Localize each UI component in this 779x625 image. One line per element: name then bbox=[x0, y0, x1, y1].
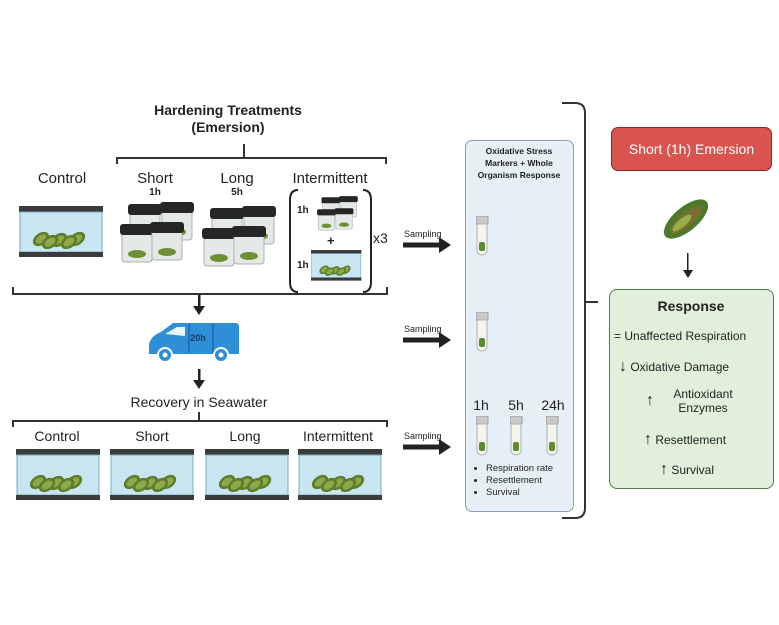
measure-item: Survival bbox=[486, 487, 553, 499]
arrow-up-icon: ↑ bbox=[644, 431, 652, 448]
hardening-title-line2: (Emersion) bbox=[191, 119, 265, 135]
sample-tube-icon bbox=[510, 416, 523, 456]
response-item: ↑ Survival bbox=[660, 461, 714, 479]
sample-tube-icon bbox=[476, 216, 489, 256]
intermittent-tank-icon bbox=[311, 250, 363, 284]
equal-icon: = bbox=[614, 329, 622, 343]
bracket-tick bbox=[386, 287, 388, 294]
recovery-tank-intermittent-icon bbox=[298, 449, 382, 501]
markers-title-line3: Organism Response bbox=[477, 170, 561, 180]
recovery-tank-short-icon bbox=[110, 449, 194, 501]
recovery-group-short: Short bbox=[135, 428, 169, 444]
sample-tube-icon bbox=[476, 416, 489, 456]
hardening-bracket bbox=[116, 157, 387, 159]
sampling-label: Sampling bbox=[404, 324, 442, 334]
response-text: Survival bbox=[671, 463, 715, 477]
response-panel bbox=[609, 289, 774, 489]
response-text: Oxidative Damage bbox=[630, 360, 730, 374]
recovery-group-intermittent: Intermittent bbox=[302, 428, 374, 444]
markers-panel-title: Oxidative Stress Markers + Whole Organis… bbox=[478, 145, 561, 181]
transport-duration: 20h bbox=[190, 333, 206, 343]
recovery-group-long: Long bbox=[229, 428, 261, 444]
hardening-title: Hardening Treatments (Emersion) bbox=[154, 102, 302, 136]
arrow-up-icon: ↑ bbox=[646, 392, 654, 409]
sample-tube-icon bbox=[476, 312, 489, 352]
timepoint-1h: 1h bbox=[473, 397, 489, 413]
long-label: Long bbox=[220, 170, 254, 187]
hardening-bottom-bracket bbox=[12, 293, 388, 295]
short-label: Short bbox=[137, 170, 173, 187]
treatment-badge: Short (1h) Emersion bbox=[611, 127, 772, 171]
control-label: Control bbox=[37, 170, 87, 187]
bracket-tick bbox=[12, 287, 14, 294]
long-duration: 5h bbox=[231, 187, 243, 198]
short-jars-icon bbox=[119, 201, 195, 263]
control-tank-icon bbox=[19, 206, 105, 260]
sampling-label: Sampling bbox=[404, 431, 442, 441]
measure-item: Respiration rate bbox=[486, 463, 553, 475]
response-text: Unaffected Respiration bbox=[624, 329, 747, 343]
recovery-tank-control-icon bbox=[16, 449, 100, 501]
measure-item: Resettlement bbox=[486, 475, 553, 487]
long-jars-icon bbox=[201, 205, 277, 267]
sample-tube-icon bbox=[546, 416, 559, 456]
intermittent-jar-duration: 1h bbox=[297, 205, 309, 216]
markers-title-line1: Oxidative Stress bbox=[485, 146, 553, 156]
recovery-bracket bbox=[12, 420, 388, 422]
intermittent-plus: + bbox=[327, 233, 335, 248]
intermittent-jars-icon bbox=[316, 195, 359, 231]
recovery-tank-long-icon bbox=[205, 449, 289, 501]
sampling-label: Sampling bbox=[404, 229, 442, 239]
markers-title-line2: Markers + Whole bbox=[485, 158, 553, 168]
van-icon bbox=[149, 323, 239, 363]
bracket-tick bbox=[116, 157, 118, 164]
response-item: ↑ Antioxidant Enzymes bbox=[646, 387, 748, 415]
response-item: ↑ Resettlement bbox=[644, 431, 726, 449]
arrow-down-icon bbox=[193, 295, 205, 315]
recovery-title: Recovery in Seawater bbox=[130, 394, 268, 410]
response-item: = Unaffected Respiration bbox=[614, 329, 746, 343]
bracket-tick bbox=[386, 420, 388, 427]
repeat-count: x3 bbox=[373, 230, 388, 246]
sampling-arrow-icon bbox=[403, 332, 451, 348]
sampling-arrow-icon bbox=[403, 237, 451, 253]
intermittent-label: Intermittent bbox=[292, 170, 368, 187]
arrow-down-icon bbox=[193, 369, 205, 389]
measures-list: Respiration rate Resettlement Survival bbox=[472, 463, 553, 499]
panel-bracket bbox=[562, 102, 598, 519]
hardening-title-line1: Hardening Treatments bbox=[154, 102, 302, 118]
intermittent-bracket bbox=[289, 189, 372, 293]
mussel-icon bbox=[663, 199, 709, 239]
sampling-arrow-icon bbox=[403, 439, 451, 455]
short-duration: 1h bbox=[149, 187, 161, 198]
response-text: Resettlement bbox=[655, 433, 727, 447]
response-text: Antioxidant Enzymes bbox=[673, 387, 733, 415]
bracket-stem bbox=[198, 412, 200, 421]
arrow-down-icon bbox=[683, 253, 693, 278]
intermittent-tank-duration: 1h bbox=[297, 260, 309, 271]
bracket-tick bbox=[12, 420, 14, 427]
response-item: ↓ Oxidative Damage bbox=[619, 358, 729, 376]
timepoint-5h: 5h bbox=[508, 397, 524, 413]
response-title: Response bbox=[657, 298, 725, 314]
arrow-up-icon: ↑ bbox=[660, 461, 668, 478]
recovery-group-control: Control bbox=[34, 428, 80, 444]
bracket-tick bbox=[385, 157, 387, 164]
bracket-stem bbox=[243, 144, 245, 158]
arrow-down-icon: ↓ bbox=[619, 358, 627, 375]
timepoint-24h: 24h bbox=[541, 397, 565, 413]
